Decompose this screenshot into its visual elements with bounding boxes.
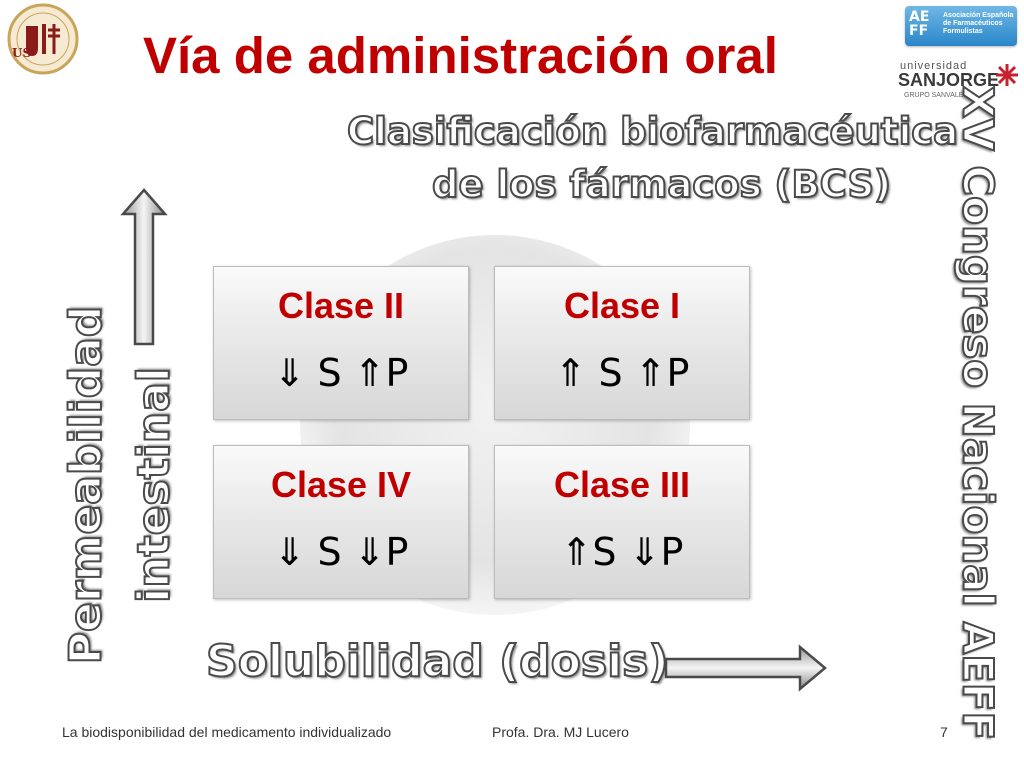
sanjorge-logo: universidad SANJORGE GRUPO SANVALERO (896, 60, 1020, 100)
star-icon (996, 64, 1018, 86)
slide-title: Vía de administración oral (143, 27, 778, 84)
class-iv-properties: ⇓ S ⇓P (273, 530, 409, 574)
logo-text: US (12, 46, 32, 60)
aeff-mark: AE FF (909, 9, 930, 39)
sanjorge-line2: SANJORGE (898, 70, 1000, 90)
class-i-properties: ⇑ S ⇑P (554, 351, 690, 395)
page-number: 7 (940, 724, 948, 740)
subtitle-line2: de los fármacos (BCS) (431, 162, 892, 207)
congress-banner: XV Congreso Nacional AEFF (948, 85, 1008, 741)
y-axis-label-line2: intestinal (128, 366, 181, 604)
arrow-right-icon (664, 644, 827, 692)
class-iii-name: Clase III (553, 464, 691, 505)
class-ii-properties: ⇓ S ⇑P (273, 351, 409, 395)
y-axis-label-line1: Permeabilidad (60, 305, 113, 666)
class-ii-box: Clase II ⇓ S ⇑P (213, 266, 469, 420)
class-iii-properties: ⇑S ⇓P (560, 530, 684, 574)
aeff-subtitle: Asociación Española de Farmacéuticos For… (943, 12, 1014, 35)
footer-left-text: La biodisponibilidad del medicamento ind… (62, 724, 392, 740)
subtitle-line1: Clasificación biofarmacéutica (346, 109, 959, 154)
sanjorge-line1: universidad (900, 60, 968, 72)
class-iii-box: Clase III ⇑S ⇓P (494, 445, 750, 599)
class-iv-name: Clase IV (270, 464, 412, 505)
class-i-box: Clase I ⇑ S ⇑P (494, 266, 750, 420)
footer-author: Profa. Dra. MJ Lucero (492, 724, 629, 740)
seal-icon (7, 3, 79, 75)
aeff-logo: AE FF Asociación Española de Farmacéutic… (905, 6, 1017, 46)
class-ii-name: Clase II (277, 285, 405, 326)
congress-banner-text: XV Congreso Nacional AEFF (953, 85, 1004, 741)
sanjorge-line3: GRUPO SANVALERO (904, 92, 974, 99)
class-iv-box: Clase IV ⇓ S ⇓P (213, 445, 469, 599)
university-seville-logo: US (4, 2, 82, 76)
x-axis-label: Solubilidad (dosis) (205, 635, 669, 688)
y-axis-label: Permeabilidad intestinal (50, 305, 181, 666)
class-i-name: Clase I (563, 285, 681, 326)
arrow-up-icon (120, 188, 168, 346)
